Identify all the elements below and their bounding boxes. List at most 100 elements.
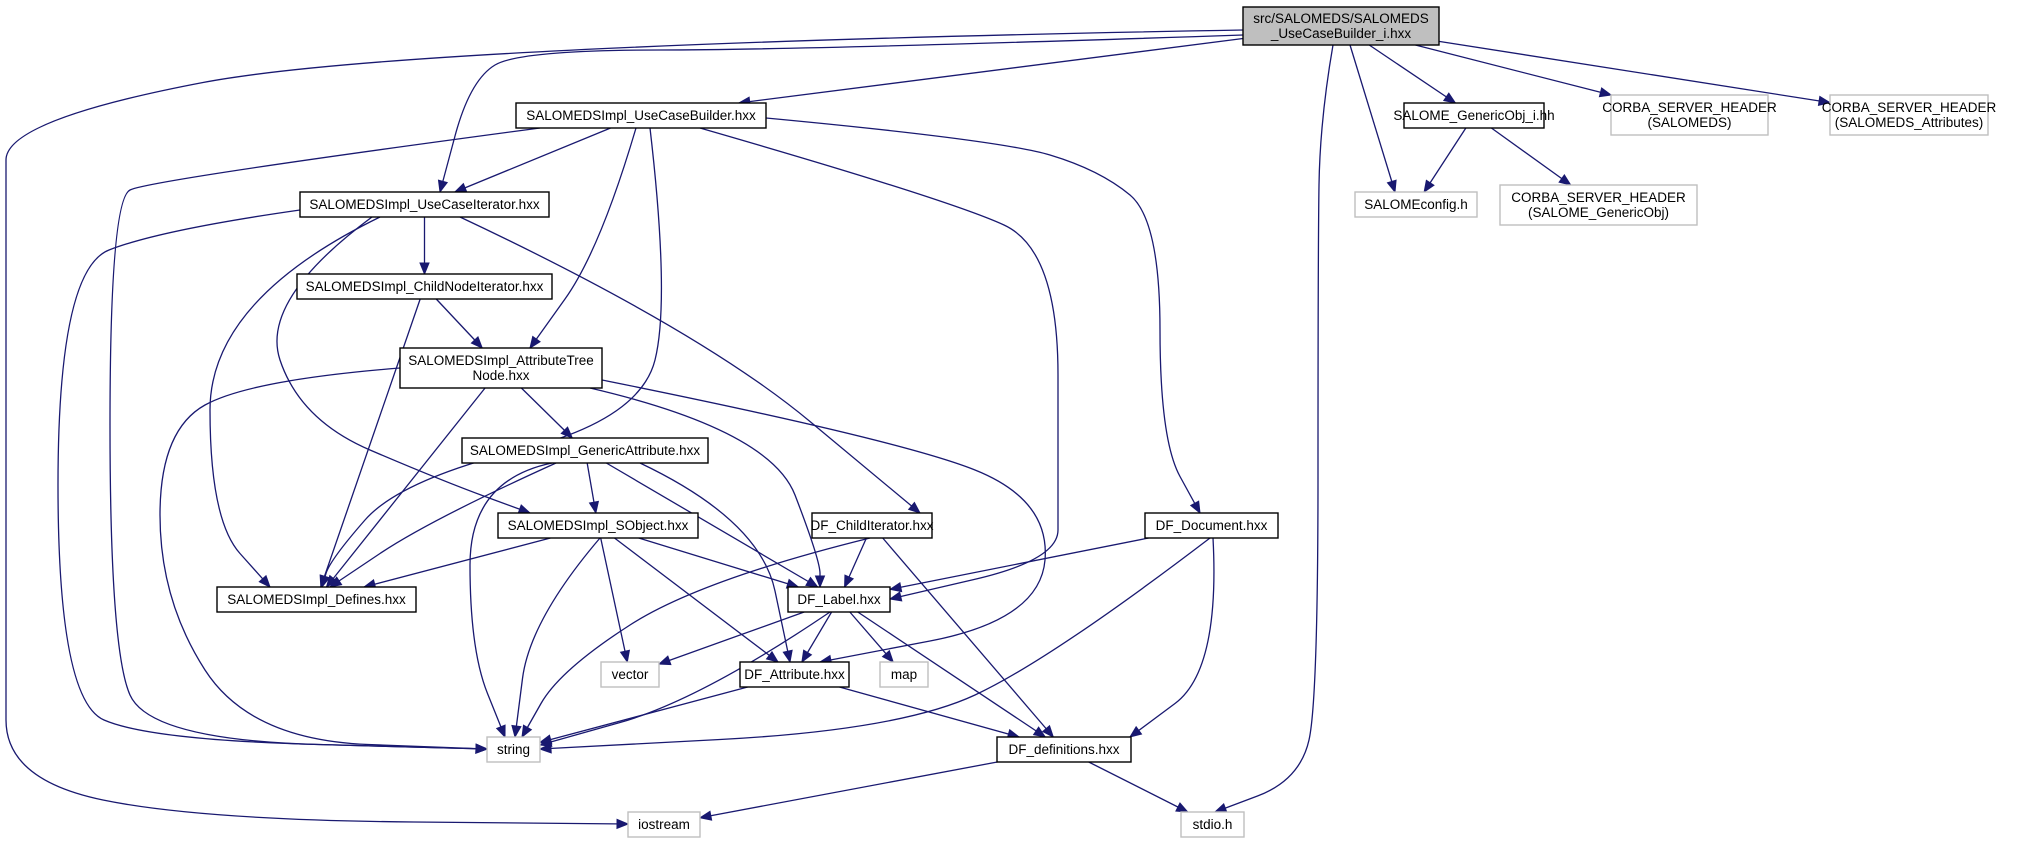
edge-df_definitions-to-iostream [698,761,998,821]
arrowhead-icon [1041,724,1055,739]
edge-sobject-to-string [511,537,601,739]
node-usecaseiterator[interactable]: SALOMEDSImpl_UseCaseIterator.hxx [299,191,550,218]
node-label: SALOMEDSImpl_SObject.hxx [508,518,689,533]
arrowhead-icon [907,501,922,514]
arrowhead-icon [258,574,271,588]
arrowhead-icon [1442,92,1457,104]
node-map: map [879,661,929,688]
edge-attributetreenode-to-string [159,367,489,754]
arrowhead-icon [1175,802,1189,813]
arrowhead-icon [470,336,484,349]
node-box [296,273,553,300]
arrowhead-icon [1213,803,1228,813]
edge-root-to-stdio [1213,44,1334,813]
arrowhead-icon [844,574,855,589]
node-label: src/SALOMEDS/SALOMEDS [1253,11,1429,26]
edge-usecaseiterator-to-df_childiterator [459,216,922,514]
edge-df_document-to-df_label [888,537,1149,593]
arrowhead-icon [529,335,541,350]
edge-line [839,686,1020,738]
node-box [1403,102,1545,129]
node-box [399,347,603,389]
edge-line [325,387,486,588]
node-usecasebuilder[interactable]: SALOMEDSImpl_UseCaseBuilder.hxx [515,102,767,129]
edge-df_childiterator-to-df_label [843,537,868,589]
arrowhead-icon [657,655,672,666]
node-box [787,586,891,613]
node-df-attribute[interactable]: DF_Attribute.hxx [739,661,850,688]
edge-line [209,216,381,588]
edge-line [1368,44,1456,104]
edge-df_attribute-to-string [538,686,748,745]
edge-root-to-usecaseiterator [437,34,1244,194]
node-label: string [497,742,530,757]
edge-line [1423,127,1467,193]
node-label: map [891,667,917,682]
edge-line [469,462,553,738]
node-box [515,102,767,129]
node-sobject[interactable]: SALOMEDSImpl_SObject.hxx [497,512,699,539]
node-df-childiterator[interactable]: DF_ChildIterator.hxx [810,512,934,539]
edge-root-to-salomeconfig [1349,44,1397,194]
arrowhead-icon [1128,725,1143,738]
node-box [1499,184,1698,226]
edge-df_document-to-df_definitions [1128,537,1215,738]
edge-line [639,462,791,663]
edge-line [589,387,821,587]
arrowhead-icon [1558,174,1572,186]
edge-sobject-to-vector [600,537,631,664]
edge-genericattribute-to-df_attribute [639,462,793,664]
node-label: SALOMEDSImpl_UseCaseBuilder.hxx [526,108,756,123]
edge-childnodeiterator-to-attributetreenode [435,298,484,349]
edge-line [1088,761,1189,813]
arrowhead-icon [328,576,343,588]
arrowhead-icon [888,591,903,602]
edge-usecasebuilder-to-df_document [765,117,1201,515]
arrowhead-icon [437,179,449,194]
node-box [600,661,660,688]
node-salome-genericobj[interactable]: SALOME_GenericObj_i.hh [1393,102,1555,129]
node-label: (SALOMEDS_Attributes) [1835,115,1984,130]
arrowhead-icon [698,810,713,821]
edge-root-to-corba_salomeds [1415,44,1613,98]
edge-df_label-to-df_attribute [801,611,833,664]
arrowhead-icon [1598,87,1613,98]
edge-usecasebuilder-to-usecaseiterator [453,127,611,193]
edge-df_attribute-to-df_definitions [839,686,1021,739]
edge-line [1438,40,1831,104]
edge-attributetreenode-to-df_label [589,387,826,589]
edge-line [329,462,557,588]
node-df-document[interactable]: DF_Document.hxx [1144,512,1279,539]
arrowhead-icon [319,574,330,589]
node-label: CORBA_SERVER_HEADER [1602,100,1777,115]
node-box [497,512,699,539]
edge-line [539,611,831,746]
node-childnodeiterator[interactable]: SALOMEDSImpl_ChildNodeIterator.hxx [296,273,553,300]
node-label: vector [612,667,649,682]
edge-salome_genericobj-to-salomeconfig [1423,127,1467,194]
node-box [627,811,701,838]
node-box [996,736,1132,763]
edge-genericattribute-to-df_label [605,462,819,588]
node-genericattribute[interactable]: SALOMEDSImpl_GenericAttribute.hxx [461,437,709,464]
nodes-layer: src/SALOMEDS/SALOMEDS_UseCaseBuilder_i.h… [216,6,1997,838]
node-label: SALOMEDSImpl_AttributeTree [408,353,594,368]
node-defines[interactable]: SALOMEDSImpl_Defines.hxx [216,586,417,613]
edge-attributetreenode-to-genericattribute [520,387,574,439]
edge-line [882,537,1054,738]
arrowhead-icon [881,649,895,663]
edge-df_childiterator-to-string [521,537,871,739]
node-df-definitions[interactable]: DF_definitions.hxx [996,736,1132,763]
edge-line [159,367,488,750]
arrowhead-icon [495,724,506,739]
edge-line [605,462,819,588]
node-root[interactable]: src/SALOMEDS/SALOMEDS_UseCaseBuilder_i.h… [1242,6,1440,46]
node-label: DF_ChildIterator.hxx [810,518,933,533]
node-box [1829,94,1989,136]
edge-line [658,611,805,665]
node-df-label[interactable]: DF_Label.hxx [787,586,891,613]
edge-childnodeiterator-to-defines [319,298,421,589]
node-label: SALOMEDSImpl_Defines.hxx [227,592,406,607]
node-box [1180,811,1245,838]
